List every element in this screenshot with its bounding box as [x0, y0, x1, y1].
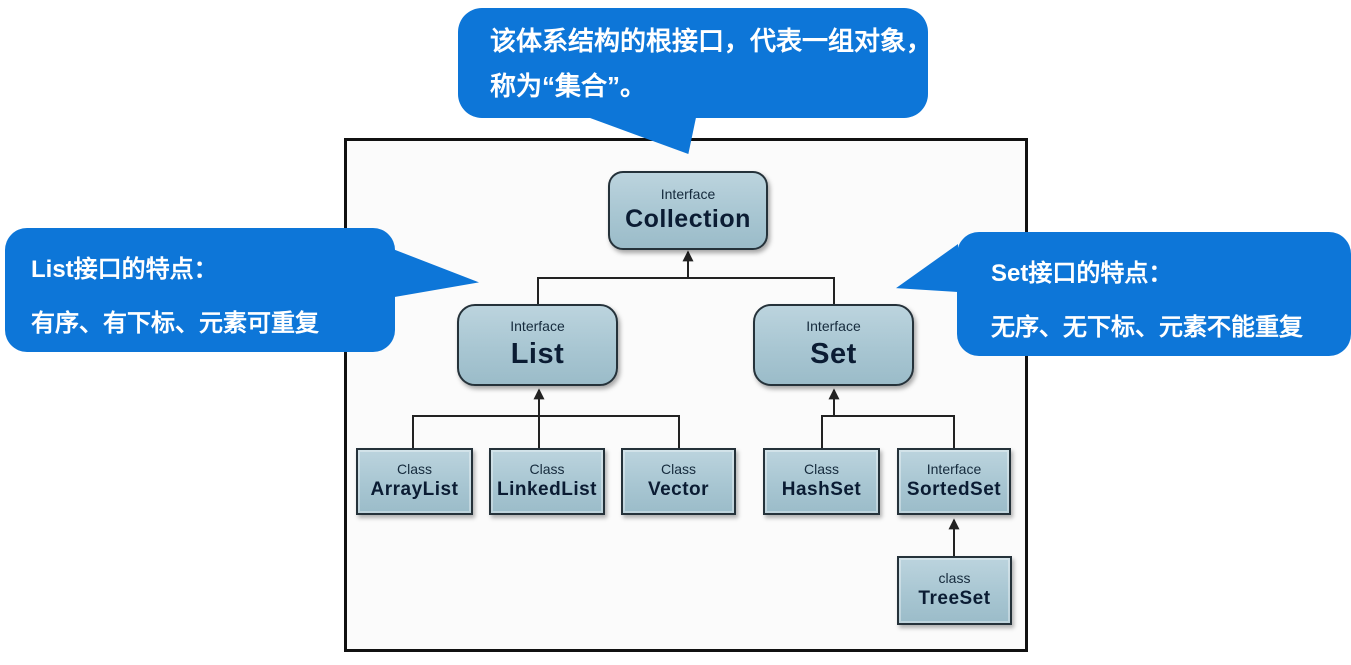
node-list-name: List: [510, 337, 565, 370]
node-linkedlist-type: Class: [529, 460, 565, 477]
set-note-line-1: Set接口的特点：: [991, 260, 1173, 287]
node-linkedlist-name: LinkedList: [496, 479, 597, 501]
node-sortedset-type: Interface: [926, 460, 982, 477]
node-arraylist-name: ArrayList: [370, 479, 459, 501]
node-linkedlist: Class LinkedList: [489, 448, 605, 515]
node-treeset-name: TreeSet: [918, 588, 991, 610]
node-list-type: Interface: [510, 318, 565, 335]
node-treeset-type: class: [938, 569, 971, 586]
collection-note-bubble: 该体系结构的根接口，代表一组对象， 称为“集合”。: [458, 8, 933, 118]
node-vector-type: Class: [660, 460, 696, 477]
node-collection: Interface Collection: [608, 171, 768, 250]
node-vector-name: Vector: [647, 479, 710, 501]
node-list: Interface List: [457, 304, 618, 386]
node-vector: Class Vector: [621, 448, 736, 515]
node-arraylist: Class ArrayList: [356, 448, 473, 515]
collection-note-line-1: 该体系结构的根接口，代表一组对象，: [490, 26, 933, 56]
node-set: Interface Set: [753, 304, 914, 386]
node-sortedset-name: SortedSet: [906, 479, 1002, 501]
node-set-type: Interface: [806, 318, 861, 335]
collection-note-line-2: 称为“集合”。: [490, 71, 647, 101]
node-hashset-type: Class: [803, 460, 839, 477]
list-note-line-1: List接口的特点：: [31, 256, 218, 283]
list-note-bubble: List接口的特点： 有序、有下标、元素可重复: [5, 228, 395, 352]
node-set-name: Set: [810, 337, 857, 370]
node-hashset-name: HashSet: [781, 479, 862, 501]
node-collection-name: Collection: [625, 204, 751, 233]
node-sortedset: Interface SortedSet: [897, 448, 1011, 515]
list-note-line-2: 有序、有下标、元素可重复: [31, 310, 319, 337]
node-arraylist-type: Class: [396, 460, 432, 477]
set-note-line-2: 无序、无下标、元素不能重复: [991, 314, 1303, 341]
set-note-bubble: Set接口的特点： 无序、无下标、元素不能重复: [957, 232, 1351, 356]
node-hashset: Class HashSet: [763, 448, 880, 515]
node-treeset: class TreeSet: [897, 556, 1012, 625]
node-collection-type: Interface: [660, 186, 716, 203]
